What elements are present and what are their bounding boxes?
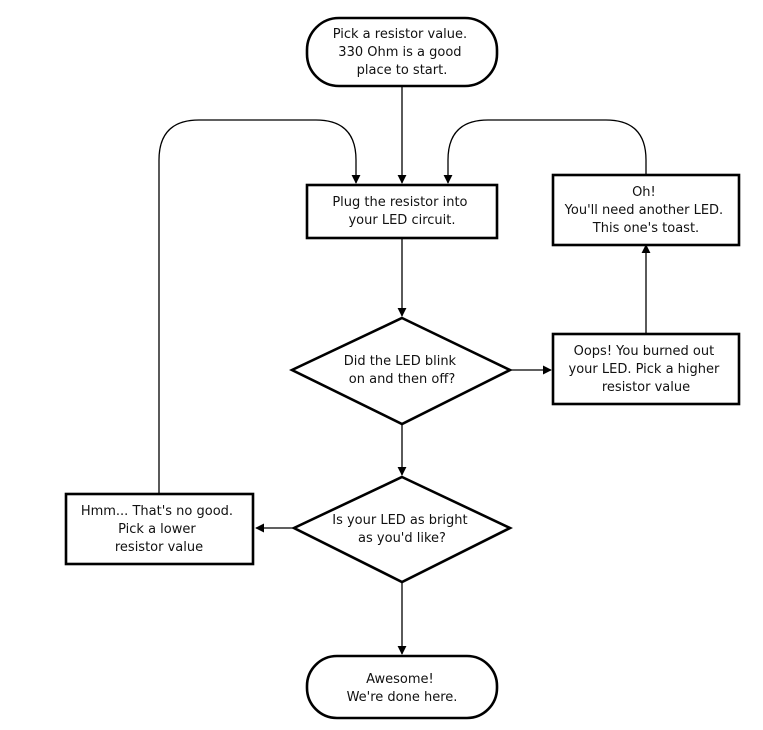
- node-lower-line-2: Pick a lower: [118, 522, 196, 537]
- node-burned: Oops! You burned out your LED. Pick a hi…: [551, 332, 741, 406]
- node-blink: Did the LED blink on and then off?: [289, 316, 513, 426]
- node-plug-text: Plug the resistor into your LED circuit.: [332, 195, 471, 228]
- edge-another-to-plug: [443, 119, 647, 184]
- node-plug-line-1: Plug the resistor into: [332, 195, 467, 210]
- node-plug-line-2: your LED circuit.: [348, 213, 455, 228]
- node-another-line-2: You'll need another LED.: [564, 203, 724, 218]
- node-bright-line-2: as you'd like?: [358, 531, 446, 546]
- node-lower-line-1: Hmm... That's no good.: [81, 504, 233, 519]
- node-start-line-3: place to start.: [357, 63, 448, 78]
- node-start-line-1: Pick a resistor value.: [333, 27, 467, 42]
- node-bright-line-1: Is your LED as bright: [332, 513, 467, 528]
- node-another: Oh! You'll need another LED. This one's …: [551, 173, 741, 247]
- node-burned-text: Oops! You burned out your LED. Pick a hi…: [569, 344, 724, 395]
- node-lower: Hmm... That's no good. Pick a lower resi…: [64, 492, 255, 566]
- node-bright-text: Is your LED as bright as you'd like?: [332, 513, 472, 546]
- node-burned-line-2: your LED. Pick a higher: [569, 362, 721, 377]
- edge-lower-to-plug: [158, 119, 361, 494]
- node-done-text: Awesome! We're done here.: [347, 672, 458, 705]
- node-done-line-1: Awesome!: [366, 672, 434, 687]
- node-lower-line-3: resistor value: [115, 540, 203, 555]
- node-done: Awesome! We're done here.: [305, 654, 499, 720]
- node-done-line-2: We're done here.: [347, 690, 458, 705]
- node-blink-line-1: Did the LED blink: [344, 354, 457, 369]
- node-burned-line-3: resistor value: [602, 380, 690, 395]
- node-start: Pick a resistor value. 330 Ohm is a good…: [305, 16, 499, 88]
- node-another-line-1: Oh!: [632, 185, 656, 200]
- node-another-line-3: This one's toast.: [592, 221, 699, 236]
- node-plug: Plug the resistor into your LED circuit.: [305, 183, 499, 240]
- edges: [158, 86, 651, 655]
- node-lower-text: Hmm... That's no good. Pick a lower resi…: [81, 504, 237, 555]
- node-burned-line-1: Oops! You burned out: [574, 344, 715, 359]
- node-blink-line-2: on and then off?: [349, 372, 455, 387]
- node-another-text: Oh! You'll need another LED. This one's …: [564, 185, 728, 236]
- node-start-text: Pick a resistor value. 330 Ohm is a good…: [333, 27, 472, 78]
- node-start-line-2: 330 Ohm is a good: [338, 45, 461, 60]
- node-bright: Is your LED as bright as you'd like?: [291, 475, 513, 584]
- node-blink-text: Did the LED blink on and then off?: [344, 354, 460, 387]
